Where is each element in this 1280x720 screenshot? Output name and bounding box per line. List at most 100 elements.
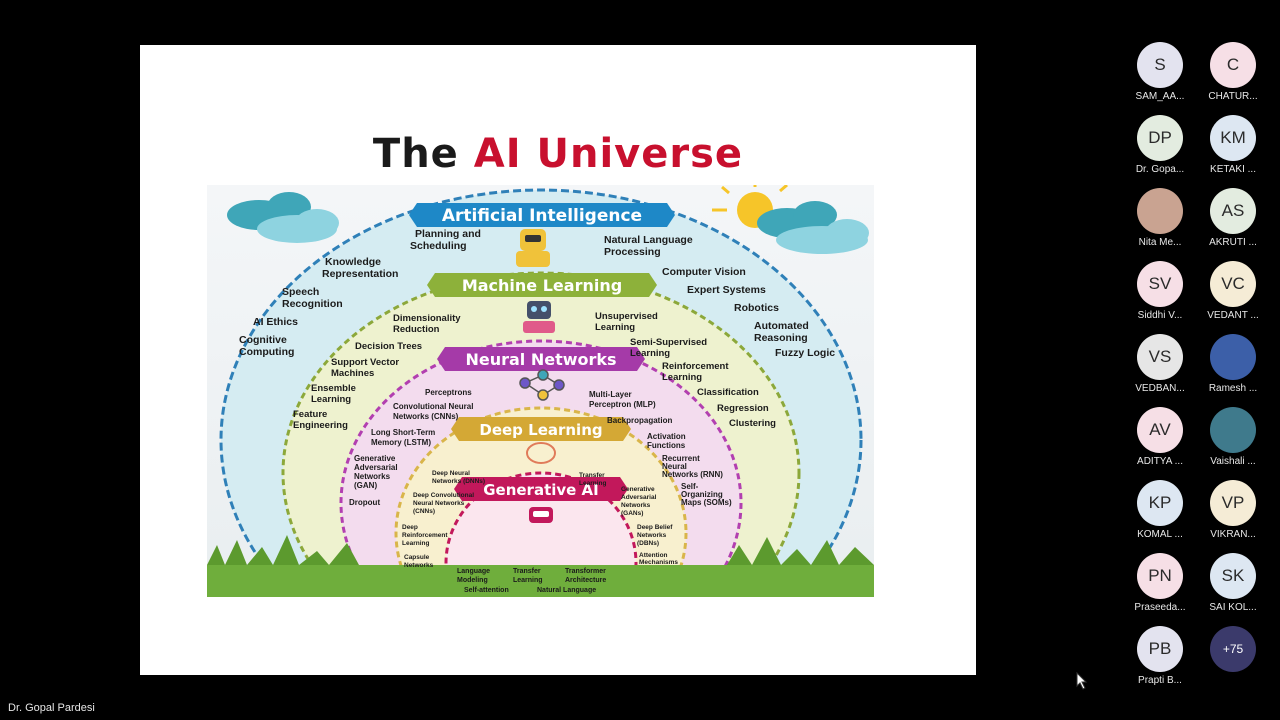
svg-text:(CNNs): (CNNs): [413, 508, 435, 515]
svg-text:Neural Networks: Neural Networks: [413, 500, 465, 507]
svg-text:Networks (CNNs): Networks (CNNs): [393, 412, 459, 421]
svg-text:Regression: Regression: [717, 403, 769, 414]
more-participants-button[interactable]: +75: [1197, 626, 1269, 692]
svg-text:Natural Language: Natural Language: [537, 587, 596, 594]
svg-text:Learning: Learning: [513, 577, 543, 584]
svg-text:Learning: Learning: [630, 348, 670, 359]
layer-nn-label: Neural Networks: [465, 350, 616, 369]
svg-text:Clustering: Clustering: [729, 418, 776, 429]
svg-text:Networks: Networks: [354, 472, 391, 481]
svg-text:Modeling: Modeling: [457, 577, 488, 584]
svg-text:(GAN): (GAN): [354, 481, 377, 490]
svg-text:Deep Convolutional: Deep Convolutional: [413, 492, 474, 499]
participant-avatar: VS: [1137, 334, 1183, 380]
svg-text:Adversarial: Adversarial: [621, 494, 657, 501]
participant-tile[interactable]: SK SAI KOL...: [1197, 553, 1269, 619]
participant-avatar: KM: [1210, 115, 1256, 161]
participant-tile[interactable]: Nita Me...: [1124, 188, 1196, 254]
participant-photo-icon: [1137, 188, 1183, 234]
svg-text:Dropout: Dropout: [349, 498, 380, 507]
participant-name: SAI KOL...: [1209, 602, 1257, 613]
participant-tile[interactable]: Vaishali ...: [1197, 407, 1269, 473]
svg-text:Backpropagation: Backpropagation: [607, 416, 672, 425]
svg-text:Reduction: Reduction: [393, 324, 440, 335]
participant-name: Dr. Gopa...: [1135, 164, 1185, 175]
svg-text:Reinforcement: Reinforcement: [402, 532, 448, 539]
svg-text:Knowledge: Knowledge: [325, 256, 381, 268]
svg-text:Representation: Representation: [322, 268, 398, 280]
layer-dl-label: Deep Learning: [479, 421, 602, 439]
svg-text:Self-: Self-: [681, 482, 699, 491]
banner-deep-learning: Deep Learning: [451, 417, 631, 441]
svg-text:Maps (SOMs): Maps (SOMs): [681, 498, 732, 507]
svg-text:Generative: Generative: [354, 454, 396, 463]
slide-title: The AI Universe: [372, 131, 744, 177]
svg-text:Activation: Activation: [647, 432, 686, 441]
participant-avatar: KP: [1137, 480, 1183, 526]
svg-text:Natural Language: Natural Language: [604, 234, 693, 246]
svg-text:Learning: Learning: [579, 480, 606, 487]
participant-tile[interactable]: VP VIKRAN...: [1197, 480, 1269, 546]
participant-avatar: PB: [1137, 626, 1183, 672]
svg-text:Support Vector: Support Vector: [331, 357, 399, 368]
svg-text:Language: Language: [457, 568, 490, 575]
svg-text:(DBNs): (DBNs): [637, 540, 659, 547]
svg-text:Perceptrons: Perceptrons: [425, 388, 472, 397]
participant-name: Ramesh ...: [1208, 383, 1258, 394]
participant-tile[interactable]: C CHATUR...: [1197, 42, 1269, 108]
svg-text:Long Short-Term: Long Short-Term: [371, 428, 435, 437]
svg-text:Transfer: Transfer: [513, 568, 541, 575]
participant-avatar: VP: [1210, 480, 1256, 526]
svg-text:Engineering: Engineering: [293, 420, 348, 431]
svg-text:Classification: Classification: [697, 387, 759, 398]
svg-text:Learning: Learning: [311, 394, 351, 405]
svg-text:Networks: Networks: [404, 562, 434, 569]
banner-machine-learning: Machine Learning: [427, 273, 657, 297]
participant-avatar: C: [1210, 42, 1256, 88]
brain-icon: [526, 442, 556, 464]
svg-text:Networks (RNN): Networks (RNN): [662, 470, 723, 479]
svg-text:Memory (LSTM): Memory (LSTM): [371, 438, 431, 447]
svg-text:Planning and: Planning and: [415, 228, 481, 240]
svg-text:Convolutional Neural: Convolutional Neural: [393, 402, 473, 411]
svg-text:Ensemble: Ensemble: [311, 383, 356, 394]
participant-avatar: AS: [1210, 188, 1256, 234]
participant-avatar: SK: [1210, 553, 1256, 599]
participant-name: ADITYA ...: [1137, 456, 1183, 467]
svg-text:Dimensionality: Dimensionality: [393, 313, 461, 324]
participant-name: VIKRAN...: [1210, 529, 1256, 540]
active-speaker-name: Dr. Gopal Pardesi: [8, 702, 95, 714]
participant-name: Vaishali ...: [1210, 456, 1256, 467]
mouse-cursor-icon: [1076, 672, 1088, 690]
svg-text:Deep: Deep: [402, 524, 418, 531]
svg-text:Functions: Functions: [647, 441, 686, 450]
cloud-right-icon: [757, 201, 869, 254]
participant-tile[interactable]: VC VEDANT ...: [1197, 261, 1269, 327]
svg-text:Feature: Feature: [293, 409, 327, 420]
svg-text:Automated: Automated: [754, 320, 809, 332]
participant-name: KETAKI ...: [1210, 164, 1256, 175]
svg-text:Recognition: Recognition: [282, 298, 343, 310]
svg-text:Reinforcement: Reinforcement: [662, 361, 729, 372]
participant-avatar: VC: [1210, 261, 1256, 307]
svg-text:Organizing: Organizing: [681, 490, 723, 499]
participant-name: Praseeda...: [1134, 602, 1186, 613]
participant-tile[interactable]: KM KETAKI ...: [1197, 115, 1269, 181]
participant-tile[interactable]: Ramesh ...: [1197, 334, 1269, 400]
participant-name: VEDANT ...: [1207, 310, 1259, 321]
svg-text:Computing: Computing: [239, 346, 294, 358]
participant-avatar: SV: [1137, 261, 1183, 307]
svg-text:Neural: Neural: [662, 462, 687, 471]
svg-text:Networks: Networks: [637, 532, 667, 539]
participant-avatar: S: [1137, 42, 1183, 88]
participant-name: CHATUR...: [1208, 91, 1258, 102]
